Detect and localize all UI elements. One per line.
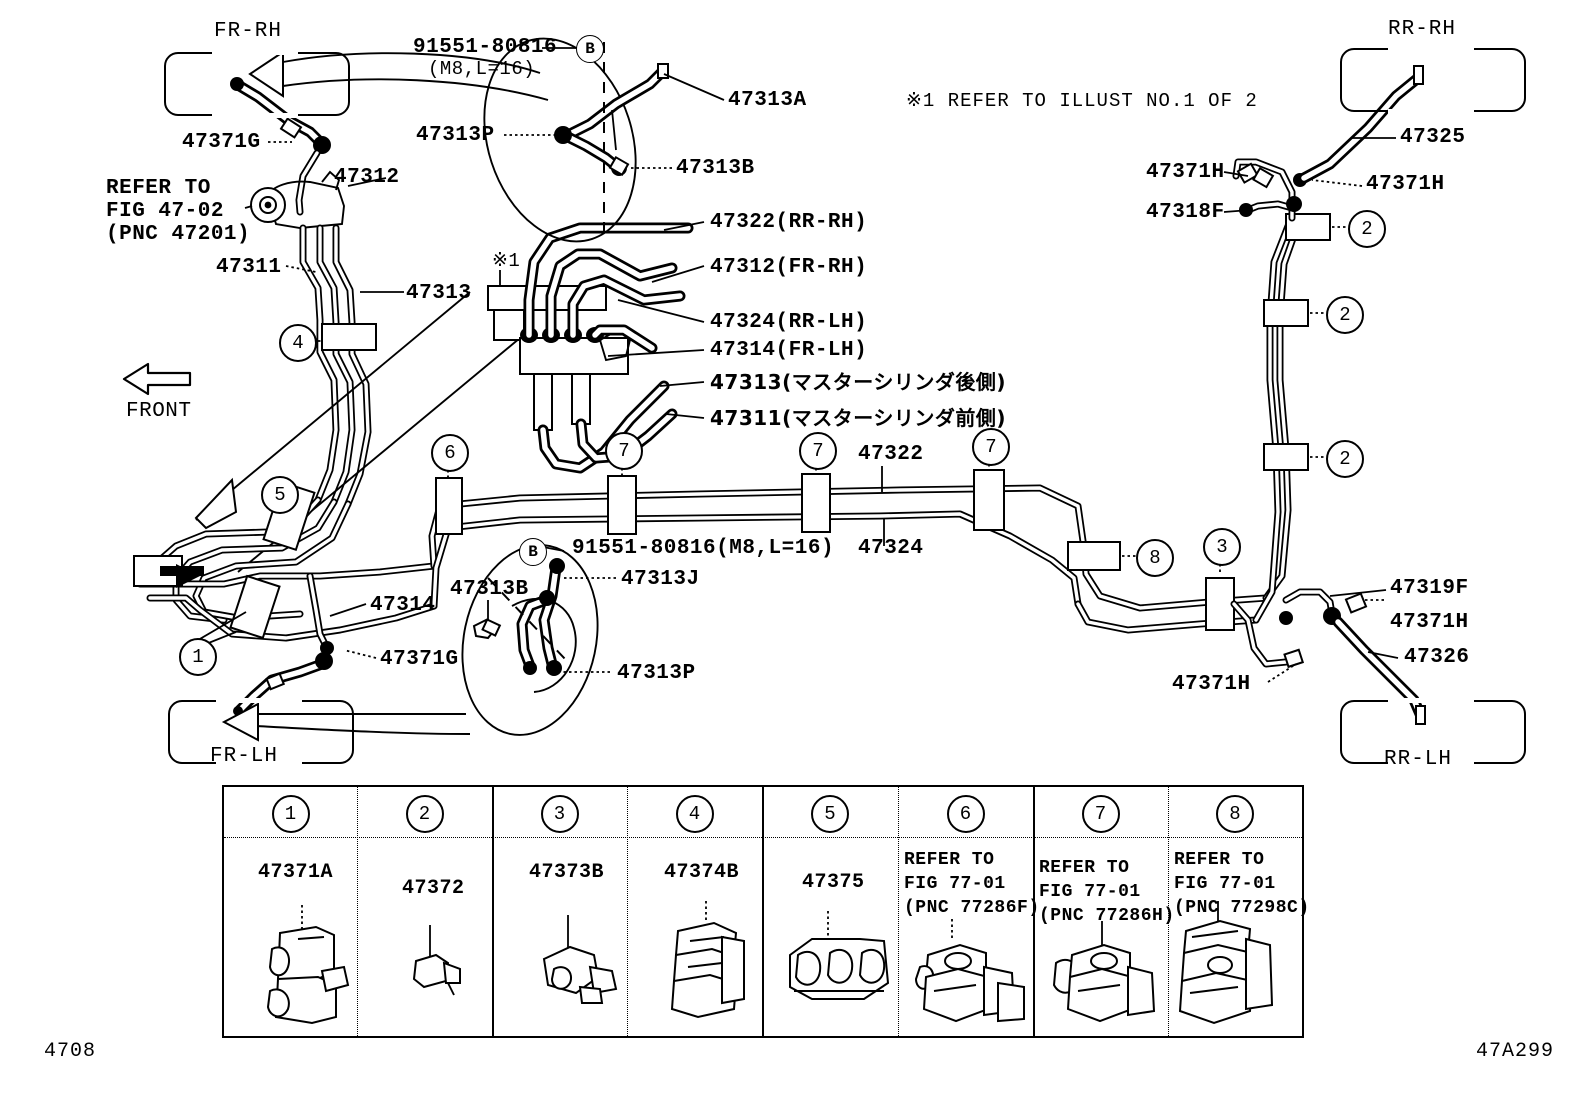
legend-index-2: 2 <box>405 795 444 833</box>
label-47311: 47311 <box>216 256 282 279</box>
label-front-arrow-text: FRONT <box>126 400 192 423</box>
mid-hose-assembly-artwork <box>461 544 599 736</box>
front-direction-arrow <box>122 362 192 396</box>
wheel-label-fr-rh: FR-RH <box>214 20 283 43</box>
wheel-label-rr-rh: RR-RH <box>1388 18 1457 41</box>
label-47324-rrlh: 47324(RR-LH) <box>710 311 868 334</box>
label-47313b-low: 47313B <box>450 578 529 601</box>
label-illust-note: ※1 REFER TO ILLUST NO.1 OF 2 <box>906 90 1258 112</box>
marker-2a: 2 <box>1348 210 1386 248</box>
center-actuator-artwork <box>487 222 694 474</box>
label-47313-master-rear: 47313(マスターシリンダ後側) <box>710 370 1006 394</box>
legend-clamp-2-icon <box>412 925 461 996</box>
label-47314-low: 47314 <box>370 594 436 617</box>
label-47371g-low: 47371G <box>380 648 459 671</box>
legend-refer-7: REFER TO FIG 77-01 (PNC 77286H) <box>1039 858 1175 926</box>
leader-lines <box>192 47 1399 683</box>
label-47311-master-front: 47311(マスターシリンダ前側) <box>710 406 1006 430</box>
marker-3: 3 <box>1203 528 1241 566</box>
label-star-note-mark: ※1 <box>492 250 521 272</box>
legend-clamp-8-icon <box>1178 901 1274 1025</box>
label-47371h-r4: 47371H <box>1172 673 1251 696</box>
long-run-artwork <box>428 469 1270 634</box>
label-47371h-r3: 47371H <box>1390 611 1469 634</box>
legend-clamp-7-icon <box>1052 921 1156 1023</box>
wheel-label-fr-lh: FR-LH <box>210 745 279 768</box>
label-47313b-top: 47313B <box>676 157 755 180</box>
legend-part-1: 47371A <box>258 861 334 884</box>
marker-b-top: B <box>576 35 604 63</box>
rear-vertical-run-artwork <box>1232 65 1424 624</box>
label-47324-mid: 47324 <box>858 537 924 560</box>
legend-clamp-4-icon <box>670 901 745 1019</box>
label-47312-frrh: 47312(FR-RH) <box>710 256 868 279</box>
marker-1: 1 <box>179 638 217 676</box>
label-47313p-low: 47313P <box>617 662 696 685</box>
marker-7a: 7 <box>605 432 643 470</box>
wheel-label-rr-lh: RR-LH <box>1384 748 1453 771</box>
legend-clamp-1-icon <box>266 905 350 1025</box>
label-47313j: 47313J <box>621 568 700 591</box>
label-47325: 47325 <box>1400 126 1466 149</box>
marker-2b: 2 <box>1326 296 1364 334</box>
marker-8: 8 <box>1136 539 1174 577</box>
label-47313: 47313 <box>406 282 472 305</box>
marker-6: 6 <box>431 434 469 472</box>
label-bolt-mid: 91551-80816(M8,L=16) <box>572 537 835 560</box>
wheel-box-fr-lh <box>168 698 354 766</box>
label-refer-fig4702-line1: REFER TO <box>106 177 211 200</box>
label-47319f: 47319F <box>1390 577 1469 600</box>
legend-index-7: 7 <box>1081 795 1120 833</box>
label-47313a: 47313A <box>728 89 807 112</box>
legend-clamp-3-icon <box>542 915 618 1004</box>
figure-code-bottom-left: 4708 <box>44 1040 97 1063</box>
label-47322-mid: 47322 <box>858 443 924 466</box>
legend-index-4: 4 <box>675 795 714 833</box>
legend-index-3: 3 <box>540 795 579 833</box>
legend-part-2: 47372 <box>402 877 465 900</box>
legend-clamp-6-icon <box>914 919 1025 1023</box>
top-hose-assembly-artwork <box>483 37 669 243</box>
fr-rh-hose-artwork <box>230 50 549 216</box>
wheel-box-rr-lh <box>1340 698 1526 766</box>
label-bolt-top-spec: (M8,L=16) <box>428 58 536 80</box>
marker-7b: 7 <box>799 432 837 470</box>
legend-index-6: 6 <box>946 795 985 833</box>
marker-5: 5 <box>261 476 299 514</box>
wheel-box-fr-rh <box>164 50 350 118</box>
legend-refer-8: REFER TO FIG 77-01 (PNC 77298C) <box>1174 850 1310 918</box>
wheel-box-rr-rh <box>1340 46 1526 114</box>
rear-left-hose-artwork <box>1230 588 1426 725</box>
marker-7c: 7 <box>972 428 1010 466</box>
label-47312: 47312 <box>334 166 400 189</box>
marker-4: 4 <box>279 324 317 362</box>
legend-clamp-5-icon <box>789 911 890 1000</box>
label-refer-fig4702-line2: FIG 47-02 <box>106 200 224 223</box>
label-47326: 47326 <box>1404 646 1470 669</box>
legend-part-4: 47374B <box>664 861 740 884</box>
marker-2c: 2 <box>1326 440 1364 478</box>
label-47322-rrrh: 47322(RR-RH) <box>710 211 868 234</box>
label-refer-fig4702-line3: (PNC 47201) <box>106 223 251 246</box>
label-47318f: 47318F <box>1146 201 1225 224</box>
legend-refer-6: REFER TO FIG 77-01 (PNC 77286F) <box>904 850 1040 918</box>
legend-table: 1 2 3 4 5 6 7 8 47371A 47372 47373B 4737… <box>222 785 1309 1038</box>
label-47371h-r2: 47371H <box>1366 173 1445 196</box>
front-junction-artwork <box>133 480 471 742</box>
legend-part-3: 47373B <box>529 861 605 884</box>
label-bolt-top: 91551-80816 <box>413 36 558 59</box>
label-47314-frlh: 47314(FR-LH) <box>710 339 868 362</box>
legend-part-5: 47375 <box>802 871 865 894</box>
label-47371g-top: 47371G <box>182 131 261 154</box>
legend-index-5: 5 <box>811 795 849 833</box>
figure-code-bottom-right: 47A299 <box>1476 1040 1555 1063</box>
label-47313p-top: 47313P <box>416 124 495 147</box>
legend-index-1: 1 <box>271 795 310 833</box>
marker-b-mid: B <box>519 538 547 566</box>
label-47371h-r1: 47371H <box>1146 161 1225 184</box>
legend-index-8: 8 <box>1216 795 1254 833</box>
